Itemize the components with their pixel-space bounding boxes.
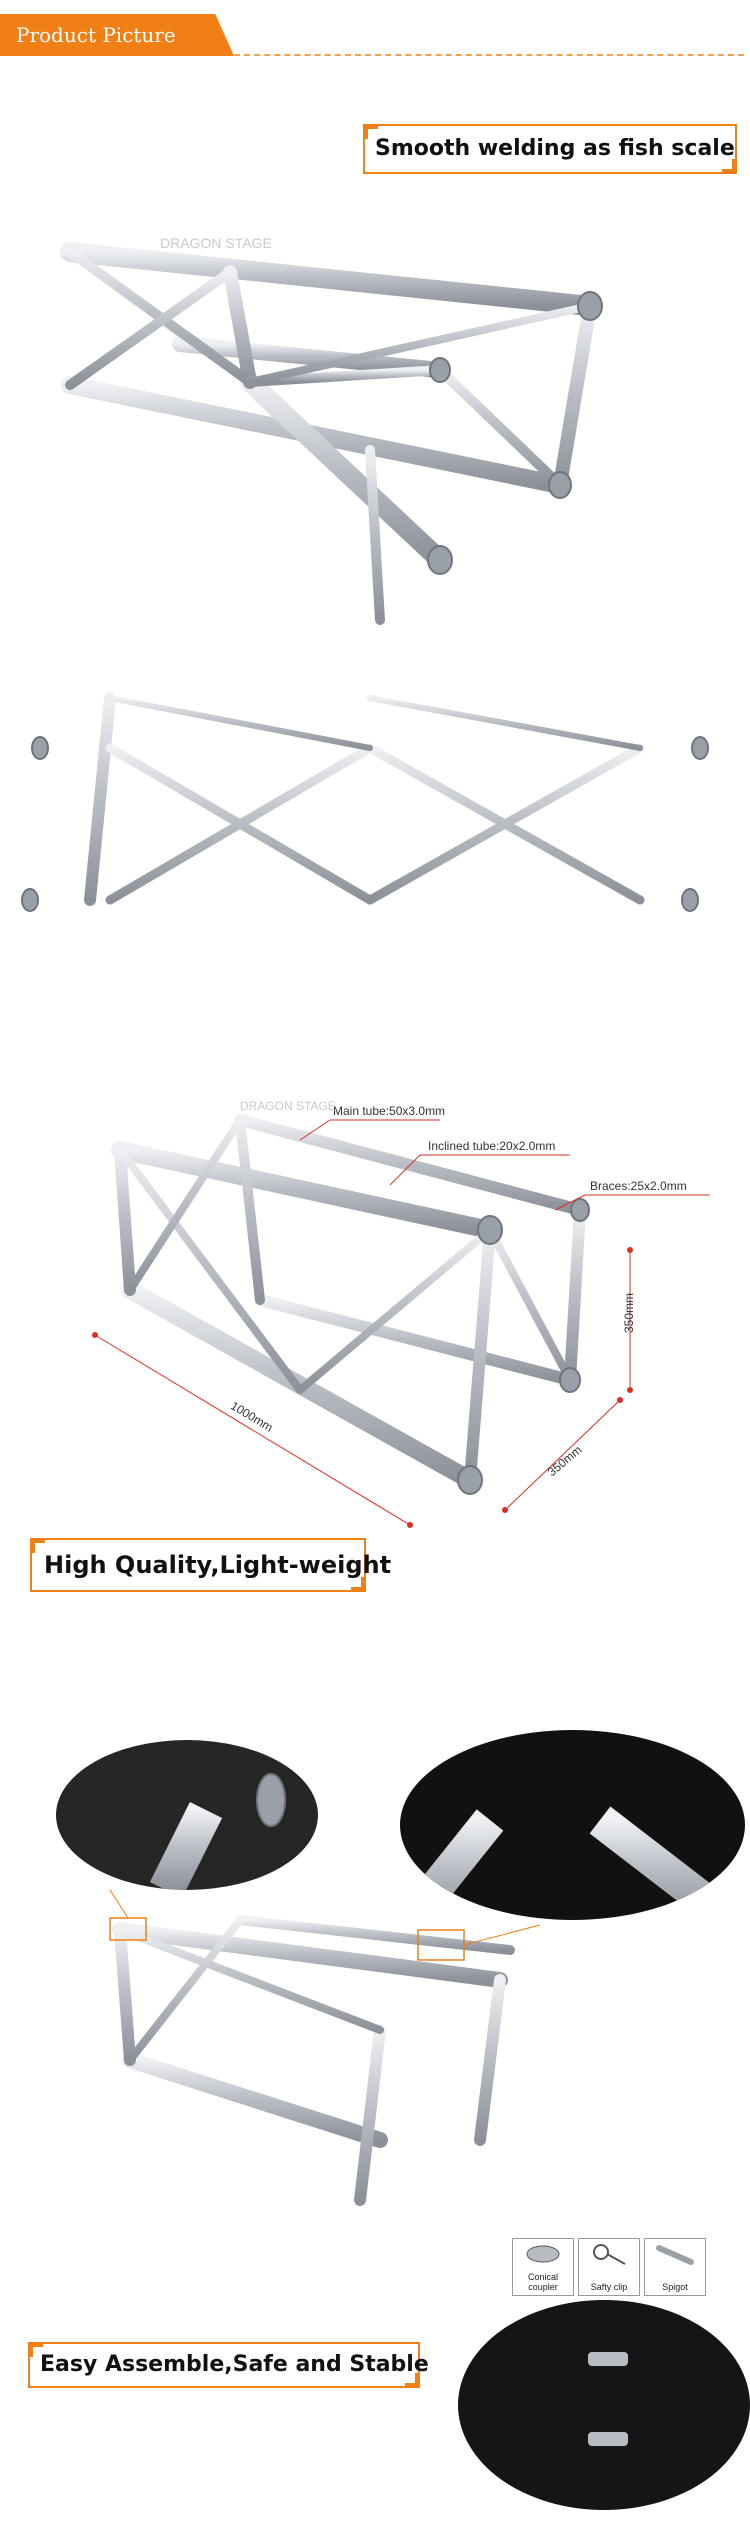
accessory-label-clip: Safty clip [590,2282,628,2292]
weld-zoom-left [56,1740,318,1890]
assemble-callout-label: Easy Assemble,Safe and Stable [40,2352,429,2377]
accessory-card-clip: Safty clip [578,2238,640,2296]
truss-image-side [20,691,710,912]
accessory-strip: Conical coupler Safty clip Spigot [512,2238,706,2296]
accessory-card-coupler: Conical coupler [512,2238,574,2296]
weld-zoom-right [400,1730,745,1920]
accessory-card-spigot: Spigot [644,2238,706,2296]
dim-height: 350mm [622,1293,636,1333]
watermark-1: DRAGON STAGE [160,235,272,251]
accessory-label-spigot: Spigot [662,2282,688,2292]
header-divider [234,54,744,56]
spec-main-tube: Main tube:50x3.0mm [333,1104,445,1118]
quality-callout-label: High Quality,Light-weight [44,1551,392,1579]
section-header-tab: Product Picture [0,14,234,56]
spec-inclined-tube: Inclined tube:20x2.0mm [428,1139,555,1153]
spec-braces: Braces:25x2.0mm [590,1179,687,1193]
assembly-zoom [458,2300,750,2510]
safety-clip-icon [593,2244,626,2265]
spigot-icon [656,2245,694,2265]
truss-image-perspective: DRAGON STAGE [60,235,603,625]
watermark-2: DRAGON STAGE [240,1099,336,1113]
truss-image-assembly [109,1889,541,2206]
quality-callout: High Quality,Light-weight [30,1538,391,1592]
dim-width: 350mm [545,1443,585,1479]
truss-dimension-diagram: Main tube:50x3.0mm Inclined tube:20x2.0m… [92,1099,710,1528]
welding-callout-label: Smooth welding as fish scale [375,136,735,161]
welding-callout: Smooth welding as fish scale [363,124,737,174]
assemble-callout: Easy Assemble,Safe and Stable [28,2342,429,2388]
accessory-label-coupler: Conical coupler [527,2272,558,2292]
conical-coupler-icon [526,2245,560,2263]
